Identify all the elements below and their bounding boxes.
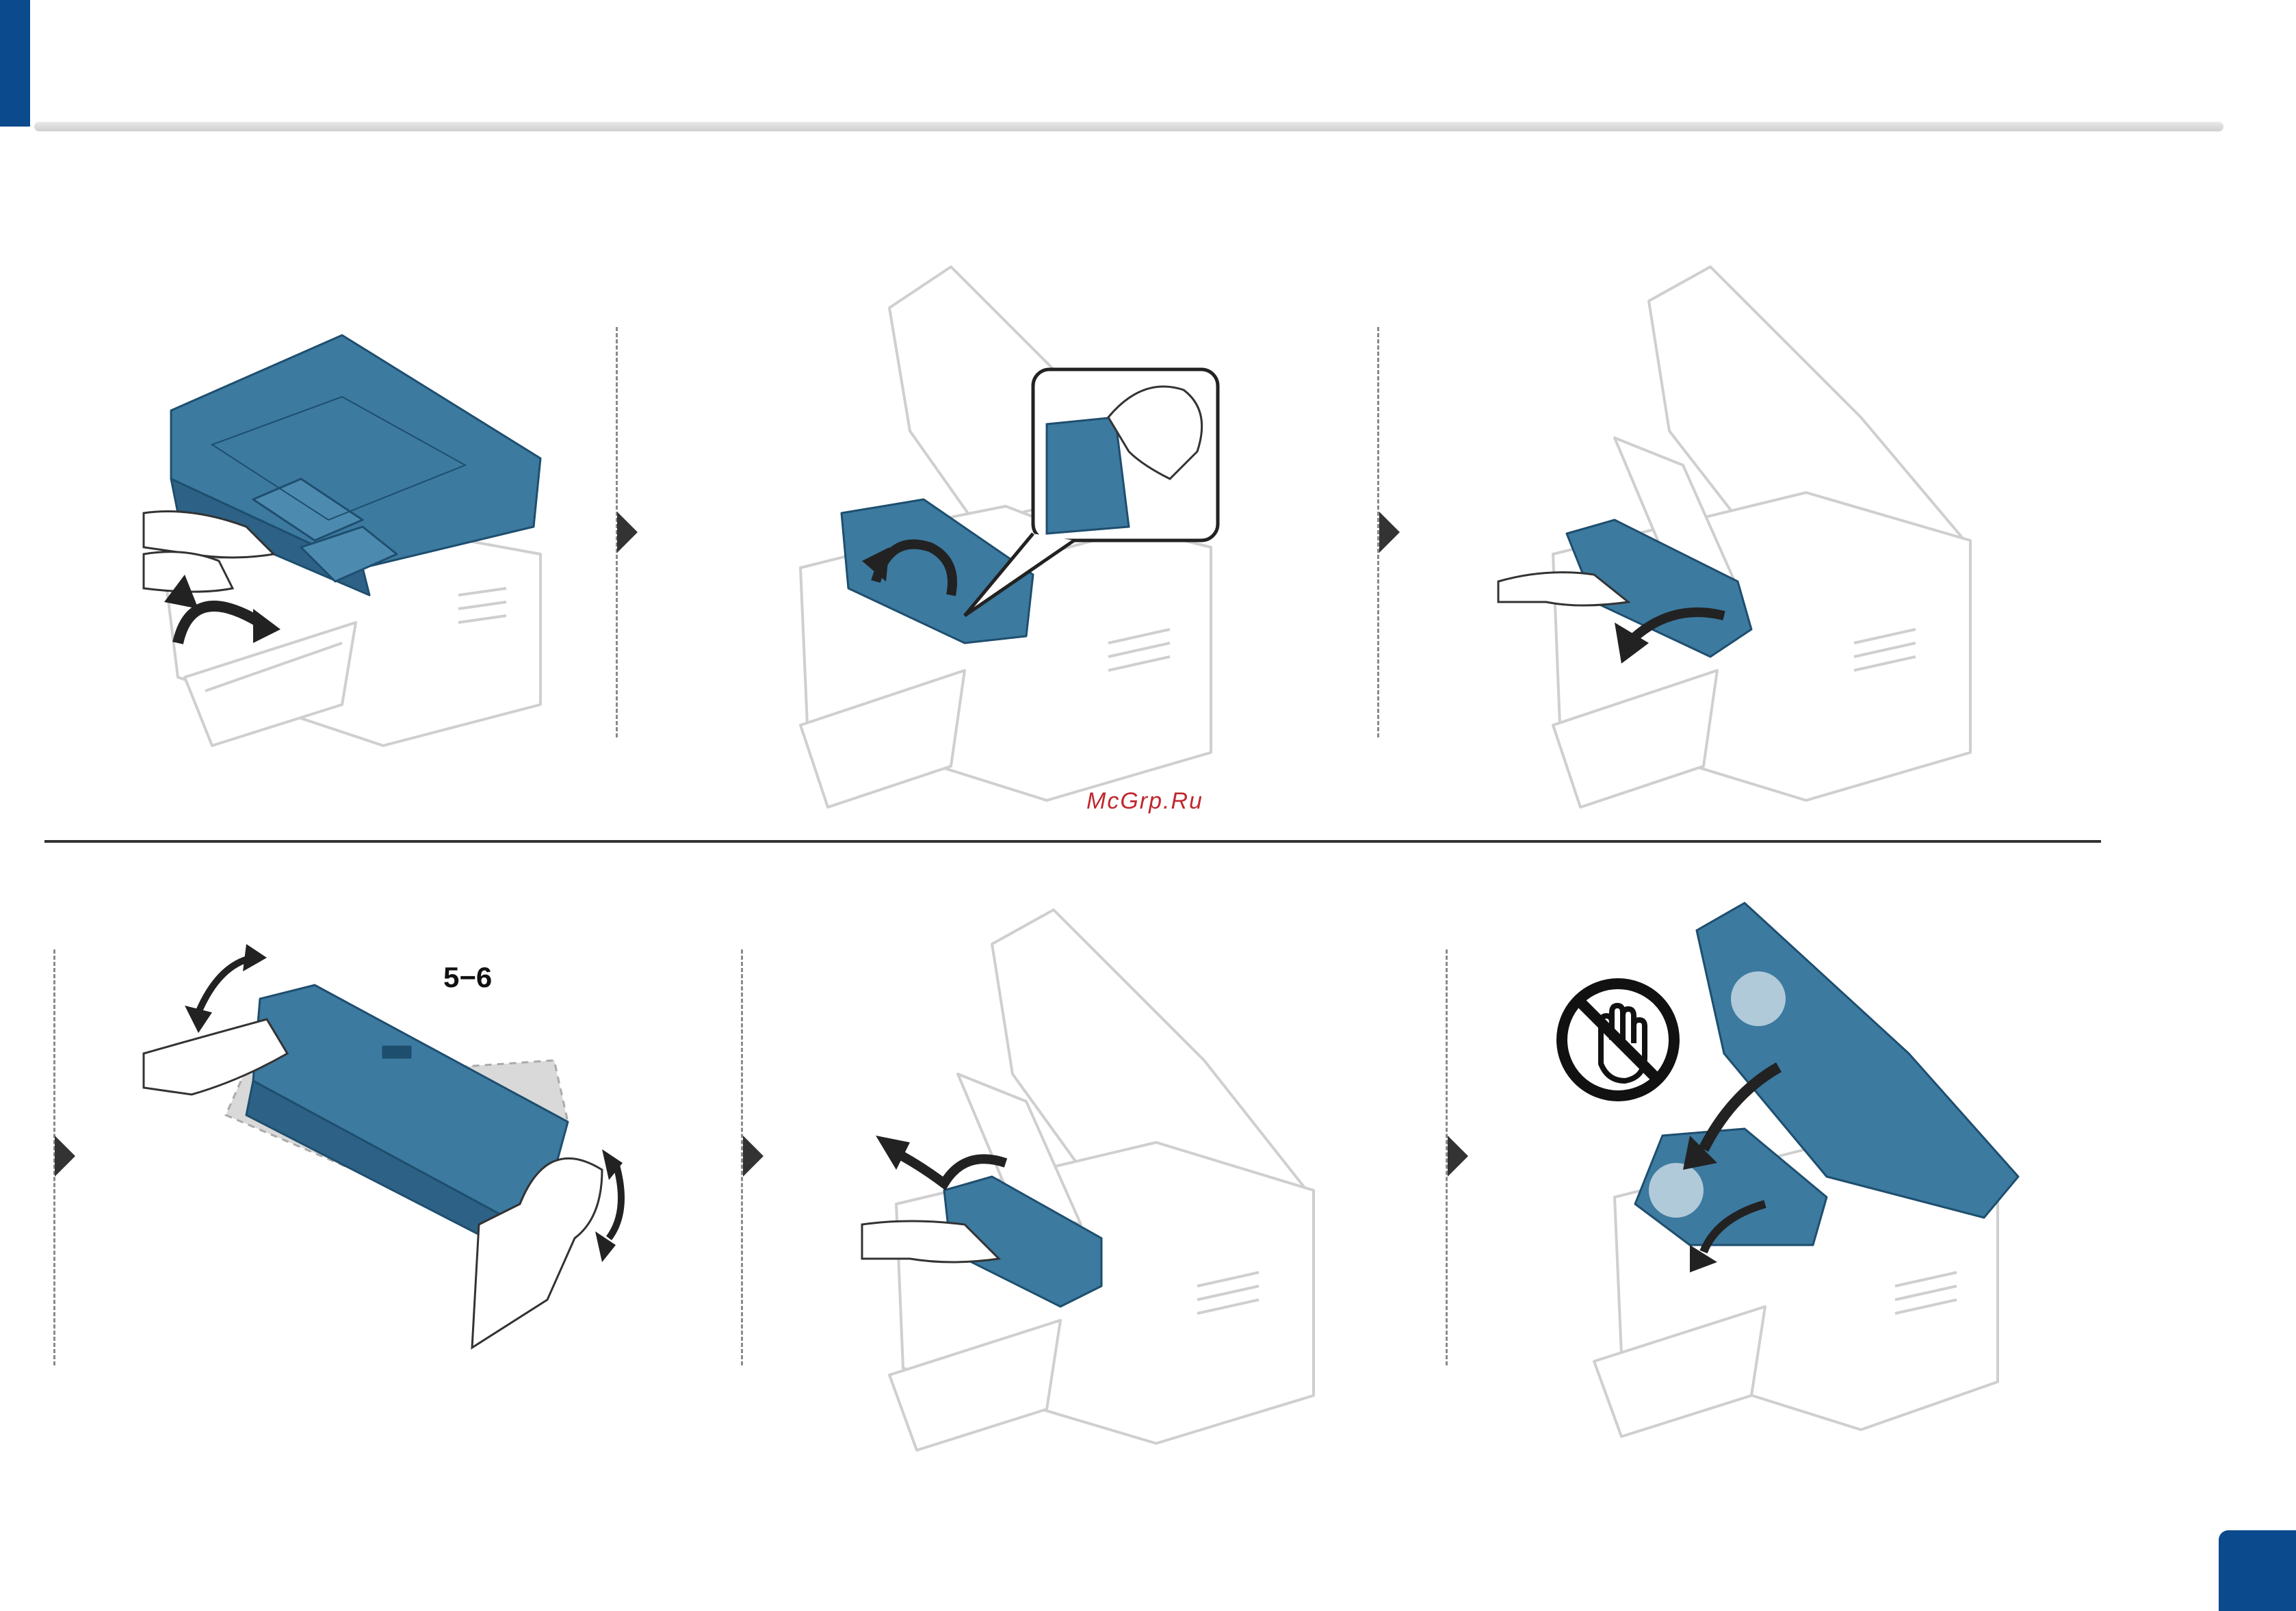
step-open-scan-unit	[137, 322, 547, 759]
arrow-right-icon	[617, 512, 638, 553]
no-touch-icon	[1553, 975, 1683, 1105]
step-insert-cartridge	[855, 903, 1334, 1450]
step-close-cover	[1539, 889, 2073, 1450]
row-divider	[44, 840, 2101, 843]
step-open-inner-cover	[787, 260, 1231, 814]
step-shake-new-cartridge	[137, 944, 629, 1354]
printer-illustration	[1539, 889, 2073, 1450]
top-accent-bar	[0, 0, 30, 127]
arrow-right-icon	[1448, 1136, 1468, 1177]
printer-illustration	[855, 903, 1334, 1450]
header-rule	[34, 122, 2223, 131]
printer-illustration	[787, 260, 1231, 814]
arrow-right-icon	[55, 1136, 75, 1177]
step-range-label: 5−6	[443, 961, 492, 994]
arrow-right-icon	[1379, 512, 1400, 553]
cartridge-illustration	[137, 944, 629, 1354]
arrow-right-icon	[743, 1136, 764, 1177]
page-number-badge	[2219, 1530, 2296, 1611]
printer-illustration	[1491, 260, 1984, 814]
printer-illustration	[137, 322, 547, 759]
step-remove-toner-cartridge	[1491, 260, 1984, 814]
watermark-text: McGrp.Ru	[1086, 788, 1203, 815]
